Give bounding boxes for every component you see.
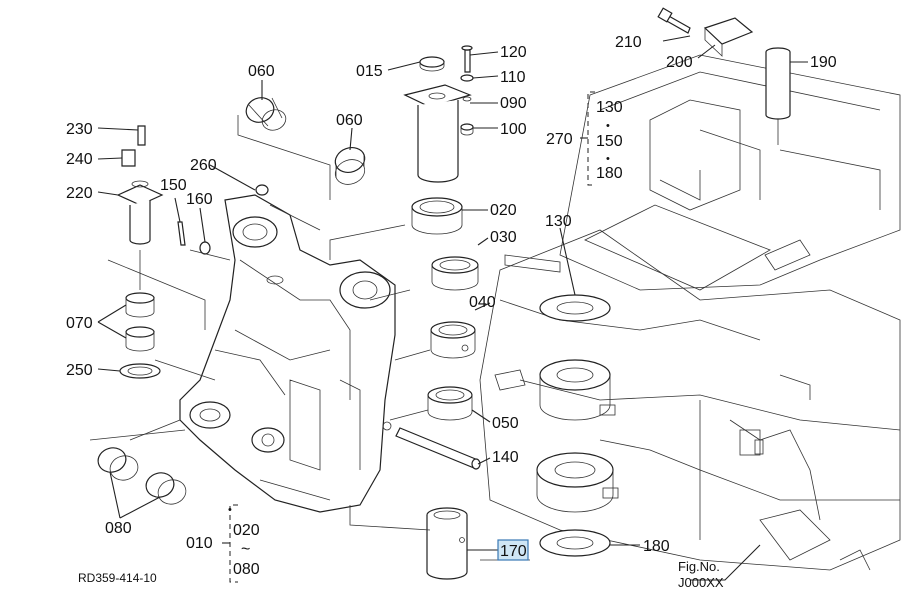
part-070-bushings	[125, 292, 155, 352]
label-160[interactable]: 160	[186, 191, 213, 208]
range-010-bullet: •	[228, 504, 232, 516]
label-020[interactable]: 020	[490, 202, 517, 219]
label-040[interactable]: 040	[469, 294, 496, 311]
machine-frame	[479, 54, 901, 571]
drawing-code: RD359-414-10	[78, 571, 157, 585]
label-180[interactable]: 180	[643, 538, 670, 555]
part-080-bushings	[97, 447, 187, 505]
label-250[interactable]: 250	[66, 362, 93, 379]
fig-number-label: Fig.No.	[678, 559, 720, 574]
part-020-bushing	[411, 197, 463, 235]
leader-lines	[97, 35, 808, 581]
label-050[interactable]: 050	[492, 415, 519, 432]
range-270-bullet-2: •	[606, 153, 610, 165]
part-040-bushing	[430, 321, 476, 359]
label-110[interactable]: 110	[500, 69, 526, 86]
swing-bracket	[179, 194, 396, 513]
range-270-bullet-1: •	[606, 120, 610, 132]
range-270-c: 180	[596, 165, 623, 182]
label-210[interactable]: 210	[615, 34, 642, 51]
part-060-bushing-b	[334, 147, 366, 185]
range-010-top: 020	[233, 522, 260, 539]
part-180-shim	[539, 529, 611, 557]
label-090[interactable]: 090	[500, 95, 527, 112]
range-270-a: 130	[596, 99, 623, 116]
label-270[interactable]: 270	[546, 131, 573, 148]
label-060-a[interactable]: 060	[248, 63, 275, 80]
highlight-170	[497, 539, 529, 561]
fig-number-value: J000XX	[678, 575, 724, 590]
part-130-shim	[539, 294, 611, 322]
part-015-cap	[419, 56, 445, 68]
label-200[interactable]: 200	[666, 54, 693, 71]
part-090-housing	[403, 84, 472, 183]
label-030[interactable]: 030	[490, 229, 517, 246]
label-100[interactable]: 100	[500, 121, 527, 138]
label-260[interactable]: 260	[190, 157, 217, 174]
label-240[interactable]: 240	[66, 151, 93, 168]
label-230[interactable]: 230	[66, 121, 93, 138]
label-120[interactable]: 120	[500, 44, 527, 61]
label-130[interactable]: 130	[545, 213, 572, 230]
part-200-210-shape	[657, 7, 754, 57]
assembly-lines	[89, 115, 530, 561]
range-270-b: 150	[596, 133, 623, 150]
part-170-sleeve	[426, 507, 468, 580]
range-010-tilde: ~	[241, 541, 250, 558]
range-010-bottom: 080	[233, 561, 260, 578]
part-140-pin	[395, 427, 479, 469]
label-080[interactable]: 080	[105, 520, 132, 537]
part-030-bushing	[431, 256, 479, 291]
label-170[interactable]: 170	[500, 543, 527, 560]
label-190[interactable]: 190	[810, 54, 837, 71]
label-060-b[interactable]: 060	[336, 112, 363, 129]
label-220[interactable]: 220	[66, 185, 93, 202]
label-140[interactable]: 140	[492, 449, 519, 466]
part-220-housing	[116, 180, 164, 245]
label-070[interactable]: 070	[66, 315, 93, 332]
label-015[interactable]: 015	[356, 63, 383, 80]
part-190-shape	[765, 47, 791, 145]
part-060-bushing-a	[245, 97, 287, 131]
label-150[interactable]: 150	[160, 177, 187, 194]
part-050-bushing	[427, 386, 473, 421]
label-010[interactable]: 010	[186, 535, 213, 552]
